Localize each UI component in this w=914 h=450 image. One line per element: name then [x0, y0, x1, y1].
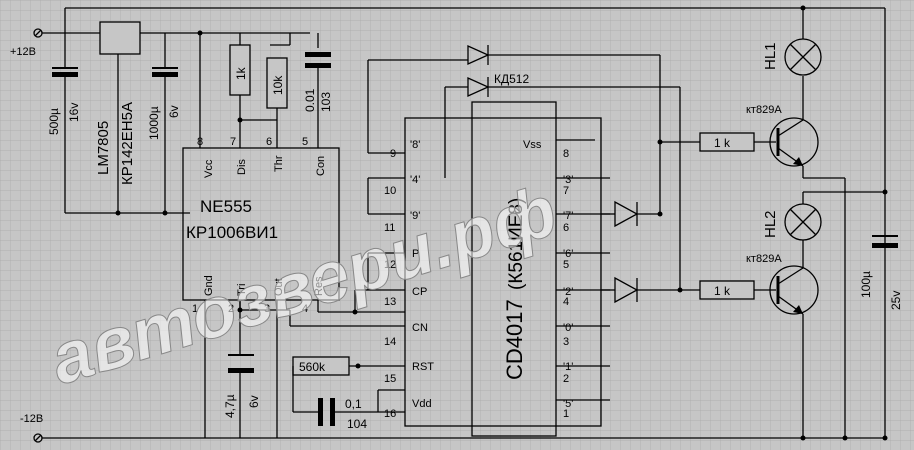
c4-voltage: 6v — [247, 395, 261, 408]
r3-value: 560k — [299, 360, 326, 374]
minus-12v-label: -12В — [20, 413, 43, 425]
timer-pin-3-num: 3 — [264, 303, 270, 315]
timer-alt-name: КР1006ВИ1 — [186, 223, 278, 242]
counter-rpin-2-num: 2 — [563, 373, 569, 385]
counter-pin-12-label: P — [412, 248, 419, 260]
counter-rpin-7-label: '7' — [563, 210, 573, 222]
counter-ic-outer — [404, 117, 602, 427]
counter-rpin-6-label: '6' — [563, 248, 573, 260]
timer-pin-4-num: 4 — [302, 303, 308, 315]
timer-pin-6-num: 6 — [266, 136, 272, 148]
counter-pin-16-num: 16 — [384, 408, 396, 420]
c2-voltage: 6v — [167, 105, 181, 118]
counter-rpin-3-label: '3' — [563, 174, 573, 186]
timer-pin-2-label: Tri — [236, 284, 248, 296]
r1-value: 1k — [234, 66, 248, 80]
timer-pin-7-num: 7 — [230, 136, 236, 148]
counter-rpin-3-num: 3 — [563, 336, 569, 348]
counter-pin-10-label: '4' — [410, 174, 420, 186]
transistor-2 — [769, 265, 819, 315]
counter-rpin-0-label: '0' — [563, 322, 573, 334]
counter-pin-9-num: 9 — [390, 148, 396, 160]
counter-vss-label: Vss — [523, 139, 542, 151]
counter-rpin-5-label: '5' — [563, 398, 573, 410]
counter-rpin-4-num: 4 — [563, 296, 569, 308]
regulator-alt-name: КР142ЕН5А — [119, 102, 136, 185]
c5-value: 0,1 — [345, 397, 362, 411]
c3-code: 103 — [319, 92, 333, 112]
resistor-1k — [229, 44, 251, 96]
counter-pin-14-label: CN — [412, 322, 428, 334]
timer-name: NE555 — [200, 197, 252, 216]
c6-voltage: 25v — [889, 291, 903, 310]
counter-rpin-1-label: '1' — [563, 361, 573, 373]
counter-pin-13-num: 13 — [384, 296, 396, 308]
c2-value: 1000µ — [147, 106, 161, 140]
counter-rpin-6-num: 6 — [563, 222, 569, 234]
r5-value: 1 k — [714, 284, 731, 298]
t2-label: кт829А — [746, 253, 782, 265]
counter-rpin-2-label: '2' — [563, 286, 573, 298]
hl1-label: HL1 — [762, 42, 779, 70]
timer-pin-3-label: Out — [273, 278, 285, 296]
t1-label: кт829А — [746, 104, 782, 116]
counter-rpin-7-num: 7 — [563, 185, 569, 197]
counter-rpin-1-num: 1 — [563, 408, 569, 420]
c5-code: 104 — [347, 417, 367, 431]
r4-value: 1 k — [714, 136, 731, 150]
capacitor-c5-plate-a — [318, 398, 323, 426]
c6-value: 100µ — [859, 271, 873, 298]
capacitor-c4 — [228, 354, 254, 438]
timer-pin-5-num: 5 — [302, 136, 308, 148]
counter-pin-15-label: RST — [412, 361, 434, 373]
counter-pin-14-num: 14 — [384, 336, 396, 348]
minus-terminal — [33, 433, 43, 443]
counter-pin-15-num: 15 — [384, 373, 396, 385]
c1-voltage: 16v — [67, 103, 81, 122]
counter-rpin-5-num: 5 — [563, 259, 569, 271]
regulator-name: LM7805 — [95, 121, 112, 175]
diode-label: КД512 — [494, 72, 529, 86]
counter-pin-16-label: Vdd — [412, 398, 432, 410]
capacitor-c2 — [152, 33, 178, 213]
counter-ic-inner — [471, 101, 557, 437]
capacitor-c3 — [290, 32, 331, 148]
hl2-label: HL2 — [762, 210, 779, 238]
counter-name: CD4017 — [502, 299, 527, 380]
counter-pin-9-label: '8' — [410, 139, 420, 151]
timer-pin-8-num: 8 — [197, 136, 203, 148]
timer-pin-4-label: Res — [313, 276, 325, 296]
counter-rpin-8-num: 8 — [563, 148, 569, 160]
counter-pin-12-num: 12 — [384, 259, 396, 271]
timer-pin-5-label: Con — [315, 156, 327, 176]
counter-pin-11-label: '9' — [410, 210, 420, 222]
c3-value: 0.01 — [303, 88, 317, 112]
timer-pin-1-label: Gnd — [203, 275, 215, 296]
r2-value: 10k — [271, 75, 285, 95]
counter-pin-11-num: 11 — [384, 222, 395, 234]
timer-ic-body — [182, 147, 340, 301]
supply-rails — [40, 7, 886, 439]
timer-pin-1-num: 1 — [192, 303, 198, 315]
transistor-1 — [769, 117, 819, 167]
counter-pin-10-num: 10 — [384, 185, 396, 197]
capacitor-c5-plate-b — [330, 398, 335, 426]
counter-alt-name: (К561ИЕ8) — [506, 198, 527, 290]
capacitor-c6 — [872, 235, 898, 248]
c1-value: 500µ — [47, 108, 61, 135]
timer-pin-6-label: Thr — [273, 155, 285, 172]
counter-left-pin-wires — [368, 152, 405, 291]
timer-pin-7-label: Dis — [236, 159, 248, 175]
plus-terminal — [33, 28, 43, 38]
counter-pin-13-label: CP — [412, 286, 427, 298]
capacitor-c1 — [52, 33, 78, 213]
timer-pin-8-label: Vcc — [203, 159, 215, 178]
plus-12v-label: +12В — [10, 46, 36, 58]
voltage-regulator — [99, 21, 141, 55]
c4-value: 4,7µ — [223, 394, 237, 418]
timer-pin-2-num: 2 — [228, 303, 234, 315]
